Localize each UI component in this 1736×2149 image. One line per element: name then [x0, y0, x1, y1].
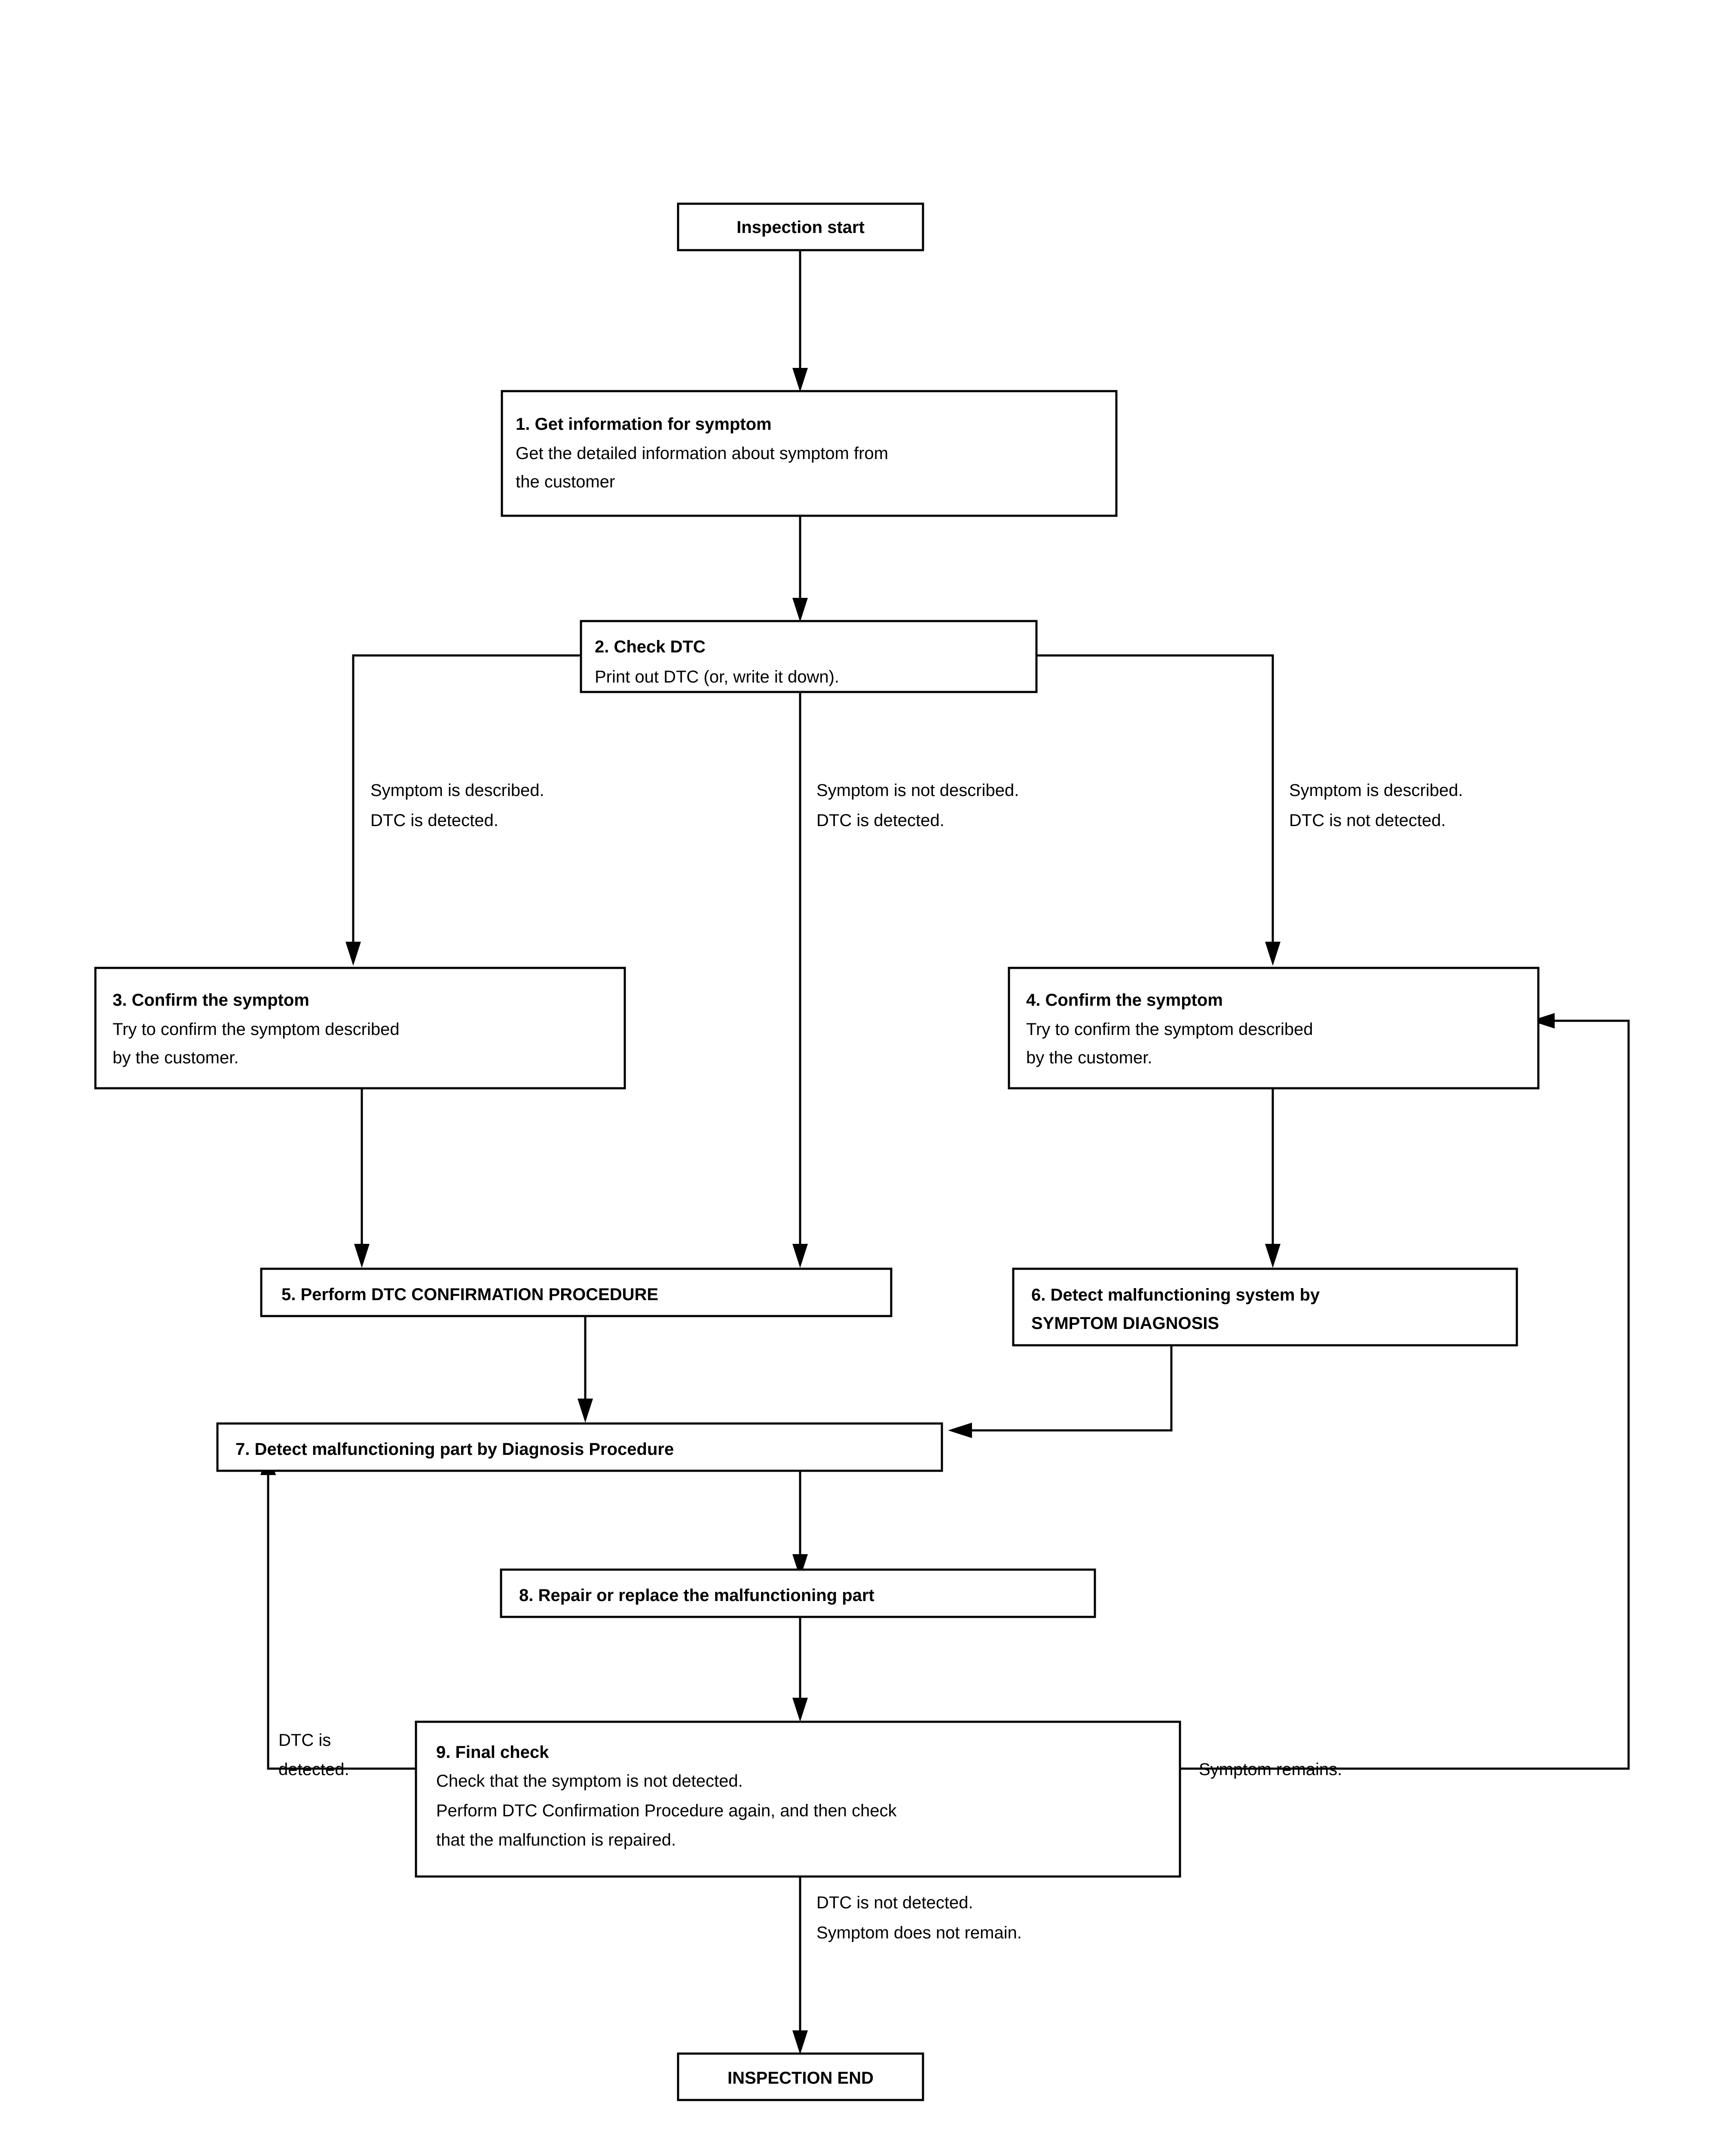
node-step9[interactable]: 9. Final check Check that the symptom is…	[415, 1720, 1181, 1878]
node-step1-body-line1: Get the detailed information about sympt…	[516, 444, 888, 463]
edge-label-branch-left: Symptom is described. DTC is detected.	[370, 781, 544, 830]
arrowhead-step7-to-step8	[792, 1554, 808, 1578]
arrowhead-step9-to-end	[792, 2030, 808, 2054]
node-step3-body-line2: by the customer.	[113, 1048, 238, 1067]
edge-label-branch-left-line2: DTC is detected.	[370, 811, 498, 830]
node-step9-body-line3: that the malfunction is repaired.	[436, 1831, 676, 1849]
node-step3-body-line1: Try to confirm the symptom described	[113, 1020, 400, 1039]
node-step8[interactable]: 8. Repair or replace the malfunctioning …	[500, 1568, 1096, 1618]
node-step8-box	[500, 1568, 1096, 1618]
node-step6[interactable]: 6. Detect malfunctioning system by SYMPT…	[1012, 1267, 1518, 1347]
node-step9-box	[415, 1720, 1181, 1878]
node-step7-box	[216, 1422, 943, 1472]
node-step9-body-line2: Perform DTC Confirmation Procedure again…	[436, 1801, 897, 1820]
node-step3-title: 3. Confirm the symptom	[113, 991, 309, 1010]
node-inspection-start-box	[677, 202, 924, 251]
node-step4-title: 4. Confirm the symptom	[1026, 991, 1223, 1010]
node-step4[interactable]: 4. Confirm the symptom Try to confirm th…	[1008, 967, 1540, 1090]
node-step4-body-line1: Try to confirm the symptom described	[1026, 1020, 1313, 1039]
node-step1[interactable]: 1. Get information for symptom Get the d…	[501, 390, 1118, 517]
node-inspection-end[interactable]: INSPECTION END	[677, 2052, 924, 2101]
edge-label-branch-middle-line1: Symptom is not described.	[816, 781, 1019, 800]
node-inspection-end-box	[677, 2052, 924, 2101]
edge-label-loop-left-line1: DTC is	[278, 1731, 331, 1750]
node-step3[interactable]: 3. Confirm the symptom Try to confirm th…	[94, 967, 626, 1090]
edge-label-end-branch-line2: Symptom does not remain.	[816, 1923, 1022, 1942]
edge-label-branch-right-line1: Symptom is described.	[1289, 781, 1463, 800]
node-step5-box	[260, 1267, 892, 1317]
arrowhead-step2-left-to-step3	[345, 942, 361, 966]
node-step2-box	[580, 620, 1038, 693]
node-step9-body-line1: Check that the symptom is not detected.	[436, 1772, 743, 1791]
node-step7[interactable]: 7. Detect malfunctioning part by Diagnos…	[216, 1422, 943, 1472]
node-inspection-start-label: Inspection start	[737, 218, 865, 237]
node-step1-box	[501, 390, 1118, 517]
arrowhead-step2-middle-to-step5	[792, 1244, 808, 1268]
edge-label-loop-left-line2: detected.	[278, 1760, 349, 1779]
edge-label-loop-right: Symptom remains.	[1199, 1760, 1342, 1779]
arrowhead-step2-right-to-step4	[1265, 942, 1281, 966]
edge-label-branch-right-line2: DTC is not detected.	[1289, 811, 1446, 830]
node-step8-title: 8. Repair or replace the malfunctioning …	[519, 1586, 874, 1605]
node-step6-title-line1: 6. Detect malfunctioning system by	[1031, 1286, 1320, 1304]
node-step5-title: 5. Perform DTC CONFIRMATION PROCEDURE	[281, 1285, 658, 1304]
node-step6-box	[1012, 1267, 1518, 1347]
connector-step6-to-step7	[957, 1345, 1173, 1432]
node-inspection-start[interactable]: Inspection start	[677, 202, 924, 251]
node-step5[interactable]: 5. Perform DTC CONFIRMATION PROCEDURE	[260, 1267, 892, 1317]
node-step4-box	[1008, 967, 1540, 1090]
edge-label-branch-left-line1: Symptom is described.	[370, 781, 544, 800]
node-step2-body-line1: Print out DTC (or, write it down).	[595, 667, 839, 686]
edge-label-branch-middle-line2: DTC is detected.	[816, 811, 944, 830]
edge-label-loop-right-line1: Symptom remains.	[1199, 1760, 1342, 1779]
arrowhead-step1-to-step2	[792, 598, 808, 622]
arrowhead-step9-loop-to-step4	[1531, 1013, 1555, 1029]
node-step2[interactable]: 2. Check DTC Print out DTC (or, write it…	[580, 620, 1038, 693]
arrowhead-step3-to-step5	[354, 1244, 370, 1268]
arrowhead-start-to-step1	[792, 368, 808, 392]
node-step2-title: 2. Check DTC	[595, 637, 706, 656]
connector-step9-loop-to-step4	[1180, 1019, 1630, 1770]
node-step6-title-line2: SYMPTOM DIAGNOSIS	[1031, 1314, 1219, 1333]
node-step1-body-line2: the customer	[516, 472, 615, 491]
arrowhead-step8-to-step9	[792, 1698, 808, 1722]
node-step7-title: 7. Detect malfunctioning part by Diagnos…	[235, 1440, 674, 1459]
node-step3-box	[94, 967, 626, 1090]
connector-step2-right-to-step4	[1036, 654, 1274, 956]
edge-label-end-branch-line1: DTC is not detected.	[816, 1893, 973, 1912]
edge-label-loop-left: DTC is detected.	[278, 1731, 349, 1779]
arrowhead-step6-to-step7	[948, 1423, 972, 1438]
edge-label-branch-right: Symptom is described. DTC is not detecte…	[1289, 781, 1463, 830]
node-step9-title: 9. Final check	[436, 1743, 549, 1762]
connector-step2-left-to-step3	[352, 654, 581, 956]
arrowhead-step4-to-step6	[1265, 1244, 1281, 1268]
node-step1-title: 1. Get information for symptom	[516, 415, 772, 434]
edge-label-end-branch: DTC is not detected. Symptom does not re…	[816, 1893, 1022, 1942]
node-step4-body-line2: by the customer.	[1026, 1048, 1152, 1067]
arrowhead-step5-to-step7	[578, 1399, 593, 1423]
node-inspection-end-label: INSPECTION END	[727, 2069, 874, 2088]
edge-label-branch-middle: Symptom is not described. DTC is detecte…	[816, 781, 1019, 830]
connector-step9-loop-to-step7	[267, 1460, 416, 1770]
